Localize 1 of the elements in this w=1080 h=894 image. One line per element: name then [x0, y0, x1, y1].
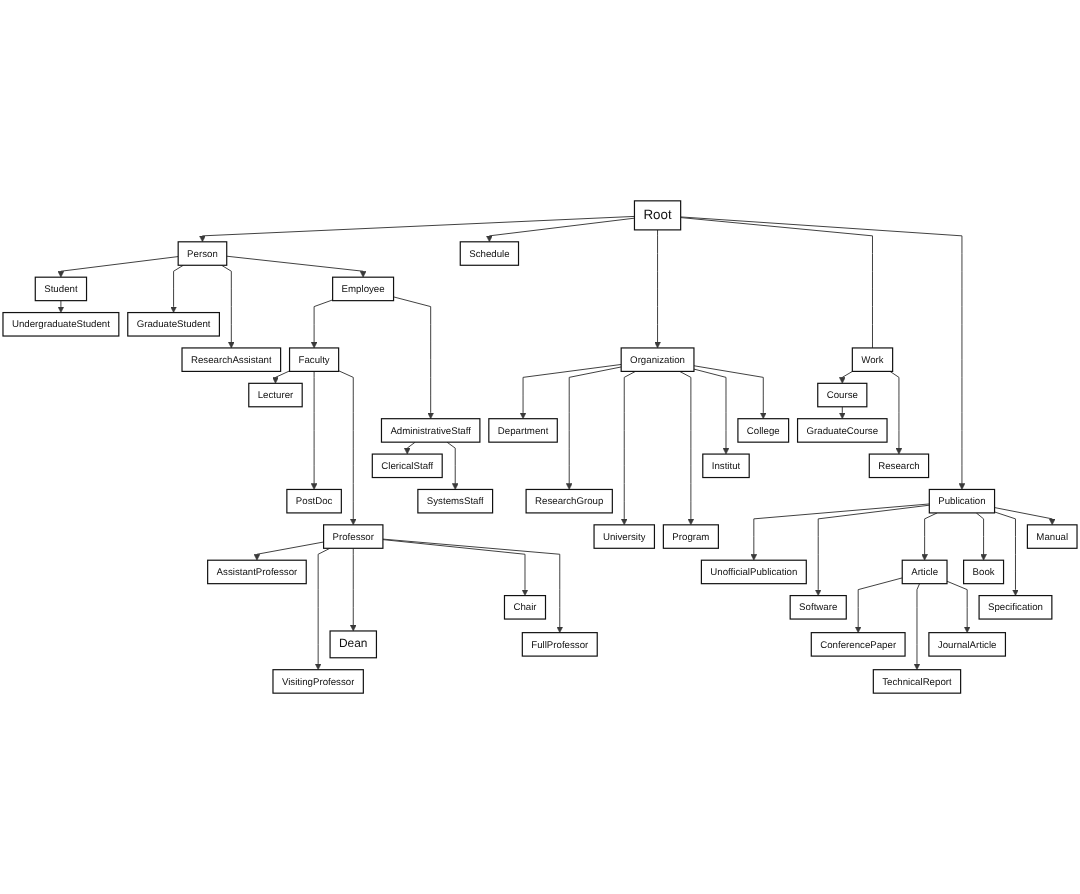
- connector: [680, 217, 873, 349]
